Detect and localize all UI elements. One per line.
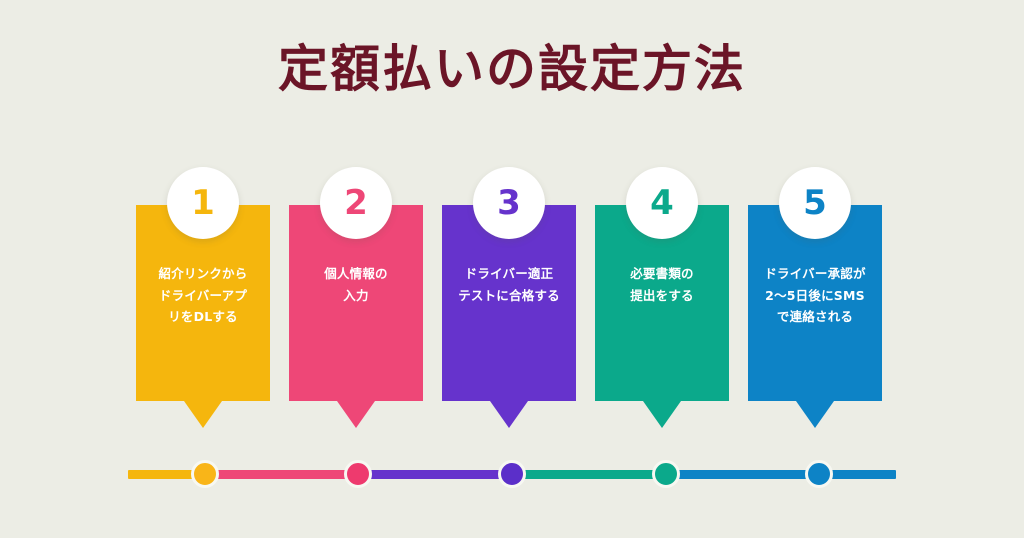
step-number-badge-4: 4	[626, 167, 698, 239]
step-card-pointer-1	[184, 401, 222, 428]
step-number-badge-3: 3	[473, 167, 545, 239]
timeline-segment-4	[512, 470, 666, 479]
step-card-pointer-5	[796, 401, 834, 428]
step-number-badge-1: 1	[167, 167, 239, 239]
timeline-dot-5[interactable]	[805, 460, 834, 488]
step-text-line: テストに合格する	[458, 287, 560, 303]
step-text-line: 2〜5日後にSMS	[765, 287, 865, 303]
step-text-line: ドライバー承認が	[764, 266, 866, 281]
step-card-text-1: 紹介リンクから ドライバーアプ リをDLする	[136, 263, 270, 328]
progress-timeline	[128, 458, 896, 490]
step-text-line: 必要書類の	[630, 266, 694, 281]
page-title: 定額払いの設定方法	[278, 40, 746, 98]
step-card-text-5: ドライバー承認が 2〜5日後にSMS で連絡される	[748, 263, 882, 328]
step-text-line: で連絡される	[776, 309, 854, 324]
step-number-badge-5: 5	[779, 167, 851, 239]
step-text-line: 提出をする	[630, 287, 694, 303]
step-card-1: 紹介リンクから ドライバーアプ リをDLする 1	[136, 167, 270, 430]
step-text-line: 紹介リンクから	[158, 266, 248, 281]
step-card-3: ドライバー適正 テストに合格する 3	[442, 167, 576, 430]
step-number-badge-2: 2	[320, 167, 392, 239]
step-card-pointer-2	[337, 401, 375, 428]
step-card-pointer-3	[490, 401, 528, 428]
timeline-segment-5	[665, 470, 896, 479]
timeline-dot-4[interactable]	[651, 460, 680, 488]
step-text-line: ドライバーアプ	[158, 287, 248, 303]
step-card-text-3: ドライバー適正 テストに合格する	[442, 263, 576, 306]
step-card-pointer-4	[643, 401, 681, 428]
step-text-line: 入力	[343, 287, 369, 303]
timeline-segment-3	[358, 470, 512, 479]
step-card-text-2: 個人情報の 入力	[289, 263, 423, 306]
steps-row: 紹介リンクから ドライバーアプ リをDLする 1 個人情報の 入力 2 ドライバ…	[136, 167, 884, 430]
step-text-line: 個人情報の	[324, 266, 388, 281]
timeline-dot-3[interactable]	[498, 460, 526, 488]
timeline-dot-1[interactable]	[190, 460, 219, 488]
step-card-text-4: 必要書類の 提出をする	[595, 263, 729, 306]
timeline-segment-1	[128, 470, 205, 479]
step-text-line: ドライバー適正	[464, 266, 554, 281]
step-card-2: 個人情報の 入力 2	[289, 167, 423, 430]
step-card-4: 必要書類の 提出をする 4	[595, 167, 729, 430]
step-card-5: ドライバー承認が 2〜5日後にSMS で連絡される 5	[748, 167, 882, 430]
timeline-dot-2[interactable]	[344, 460, 373, 488]
step-text-line: リをDLする	[168, 309, 238, 324]
timeline-segment-2	[204, 470, 359, 479]
